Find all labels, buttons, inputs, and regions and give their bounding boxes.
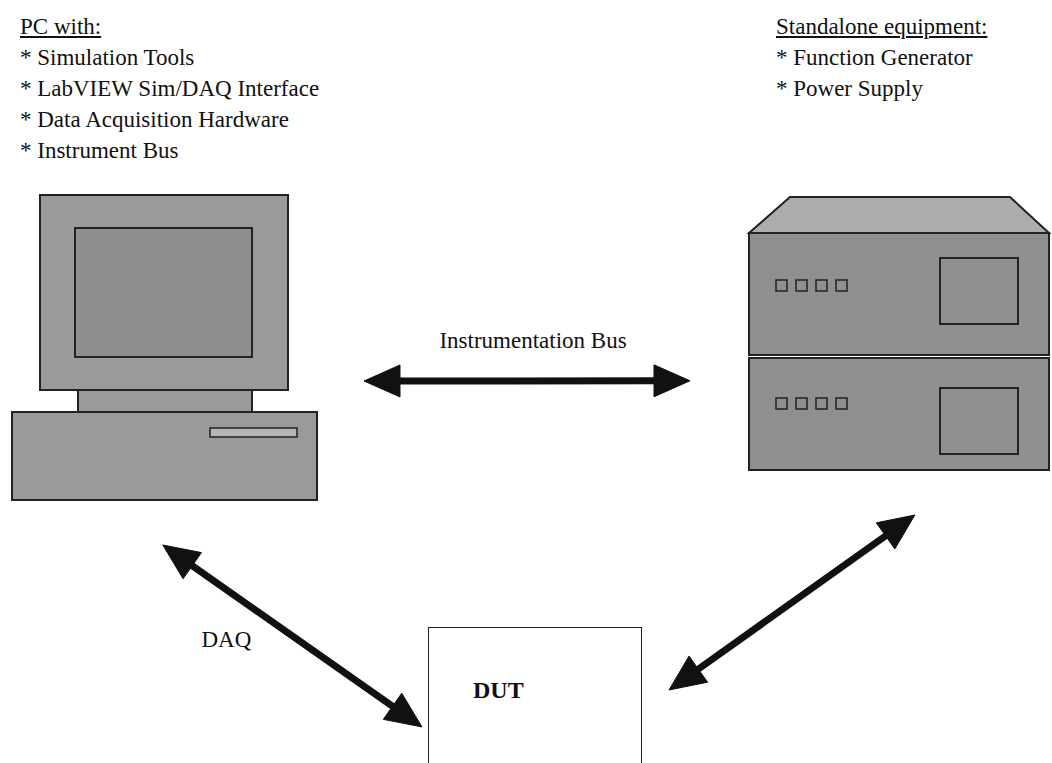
equipment-top — [749, 197, 1049, 233]
arrowhead — [163, 545, 202, 579]
arrow-shaft — [694, 533, 890, 673]
node-item: * Data Acquisition Hardware — [20, 104, 331, 135]
arrowhead — [364, 365, 400, 397]
arrowhead — [669, 656, 708, 690]
node-item: * Power Supply — [776, 73, 1050, 104]
monitor-body — [40, 195, 288, 390]
bidirectional-arrow — [163, 545, 422, 727]
node-item: * Function Generator — [776, 42, 1050, 73]
monitor-screen — [75, 228, 252, 357]
node-heading: Standalone equipment: — [776, 11, 1050, 42]
pc-node: PC with:* Simulation Tools* LabVIEW Sim/… — [10, 5, 331, 505]
node-item: * Instrument Bus — [20, 135, 331, 166]
dut-box: DUT — [428, 627, 642, 763]
arrow-shaft — [395, 377, 660, 384]
instrument-unit — [749, 233, 1049, 355]
bidirectional-arrow — [669, 515, 915, 690]
arrow-shaft — [188, 563, 397, 710]
button-row — [776, 280, 847, 291]
instrument-unit — [749, 358, 1049, 470]
arrowhead — [383, 693, 422, 727]
arrowhead — [876, 515, 915, 549]
drive-slot — [210, 428, 297, 437]
connector-label: Instrumentation Bus — [439, 327, 626, 355]
equipment-node: Standalone equipment:* Function Generato… — [745, 5, 1050, 473]
button-row — [776, 398, 847, 409]
bidirectional-arrow — [364, 365, 690, 397]
connector-label: DAQ — [201, 626, 251, 654]
display-panel — [940, 258, 1018, 324]
node-heading: DUT — [473, 675, 641, 705]
arrowhead — [654, 365, 690, 397]
node-heading: PC with: — [20, 11, 331, 42]
computer-case — [12, 412, 317, 500]
display-panel — [940, 388, 1018, 454]
node-item: * LabVIEW Sim/DAQ Interface — [20, 73, 331, 104]
node-item: * Simulation Tools — [20, 42, 331, 73]
monitor-stand — [78, 390, 252, 412]
